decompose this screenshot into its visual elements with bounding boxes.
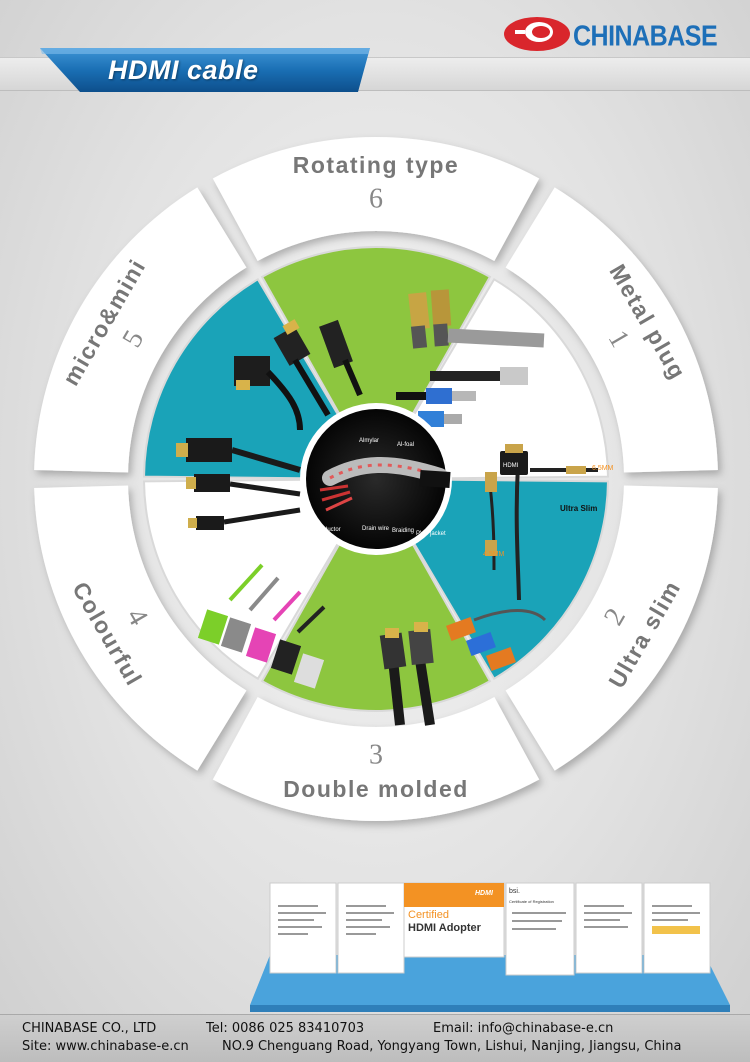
hub-label-conductor: Conductor (313, 527, 341, 533)
dim-top: 6.5MM (592, 465, 614, 472)
footer-company: CHINABASE CO., LTD (22, 1021, 157, 1036)
brand-logo (504, 17, 570, 51)
segment-number-6: 6 (369, 183, 383, 214)
adopter-logo: HDMI (475, 890, 494, 897)
adopter-sub: HDMI Adopter (408, 922, 482, 934)
segment-label-3: Double molded (283, 776, 469, 802)
ultra-slim-products: HDMI Ultra Slim 6.5MM 4.5MM (483, 444, 614, 601)
footer: CHINABASE CO., LTD Tel: 0086 025 8341070… (0, 1014, 750, 1062)
hub-label-alfoal: Al-foal (397, 442, 414, 448)
ring-segment-2 (505, 485, 718, 771)
page-title: HDMI cable (108, 55, 259, 85)
hub-label-almylar: Almylar (359, 438, 379, 444)
ring-segment-3 (212, 696, 540, 822)
footer-site[interactable]: Site: www.chinabase-e.cn (22, 1039, 189, 1054)
title-tab (40, 48, 370, 92)
ring-segment-4 (34, 485, 247, 771)
inner-wedge-3 (260, 476, 492, 712)
hub-labels: Almylar Al-foal Conductor Drain wire Bra… (313, 438, 446, 537)
colourful-products (197, 563, 326, 689)
footer-address: NO.9 Chenguang Road, Yongyang Town, Lish… (222, 1039, 682, 1054)
inner-wedge-2 (374, 477, 609, 681)
ring-segment-5 (34, 187, 247, 473)
ultra-slim-caption: Ultra Slim (560, 504, 597, 513)
brand-name: CHINABASE (573, 20, 718, 53)
double-molded-products (379, 609, 547, 726)
hub-label-braiding: Braiding (392, 528, 414, 534)
segment-number-3: 3 (369, 739, 383, 770)
bsi-logo: bsi. (509, 888, 520, 895)
ring-segment-6 (212, 137, 540, 262)
footer-email[interactable]: Email: info@chinabase-e.cn (433, 1021, 614, 1036)
metal-plug-products (396, 289, 545, 427)
cable-cross-section (300, 403, 452, 555)
hdmi-tag: HDMI (503, 463, 519, 469)
adopter-title: Certified (408, 909, 449, 921)
ring-segment-1 (505, 187, 718, 473)
segment-label-6: Rotating type (293, 152, 459, 178)
dim-bottom: 4.5MM (483, 551, 505, 558)
bsi-title: Certificate of Registration (509, 899, 554, 904)
hub-label-drain: Drain wire (362, 526, 390, 532)
rotating-products (234, 319, 363, 431)
footer-tel: Tel: 0086 025 83410703 (206, 1021, 365, 1036)
hub-label-pvc: PVC jacket (416, 531, 446, 537)
micro-mini-products (176, 438, 301, 530)
